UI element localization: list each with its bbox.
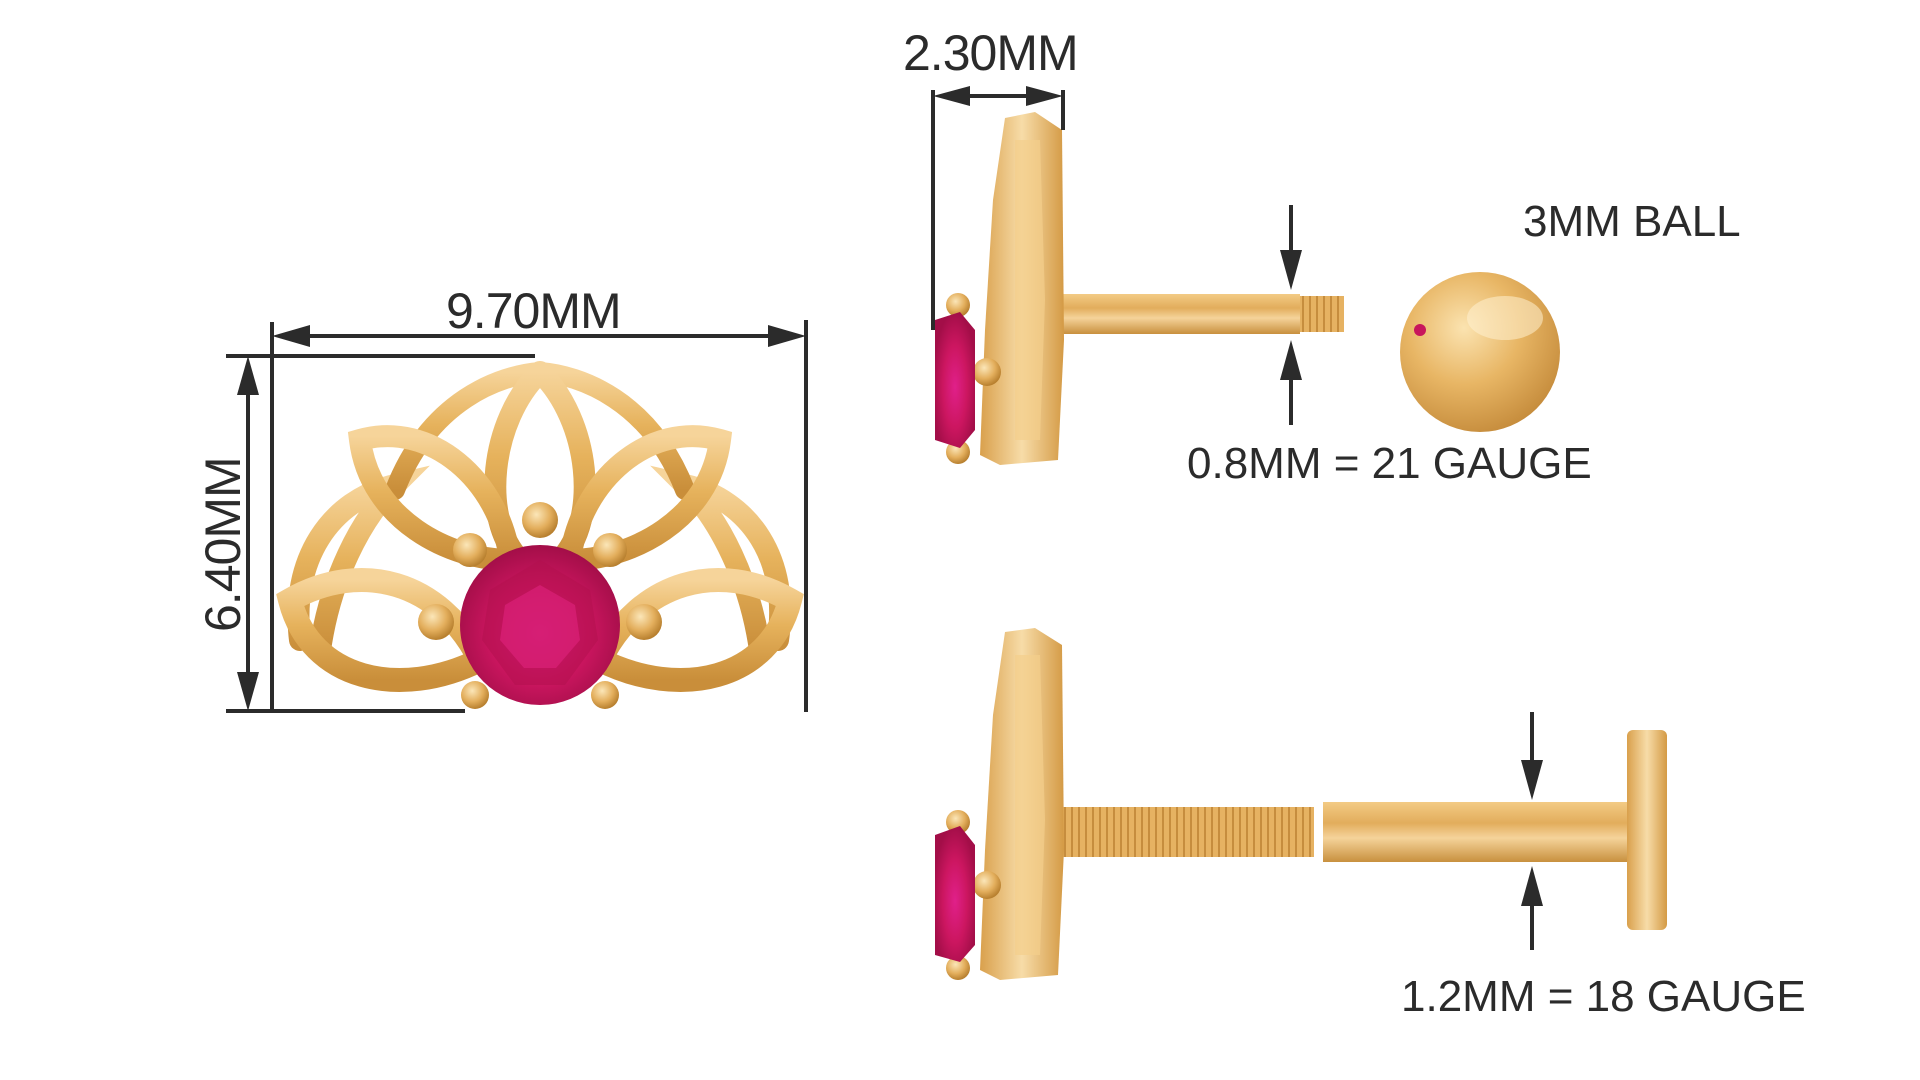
side-view-ball-earring [935, 112, 1560, 465]
post-gauge-18-label: 1.2MM = 18 GAUGE [1401, 972, 1806, 1021]
side-view-ball-dimensions [931, 86, 1302, 425]
front-view-beads [418, 502, 662, 709]
side-depth-label: 2.30MM [903, 25, 1079, 81]
front-view-dimensions [226, 320, 808, 713]
front-width-label: 9.70MM [446, 283, 622, 339]
side-view-flat-earring [935, 628, 1667, 980]
front-height-label: 6.40MM [195, 457, 251, 632]
side-view-flat-dimensions [1521, 712, 1543, 950]
post-gauge-21-label: 0.8MM = 21 GAUGE [1187, 439, 1592, 488]
front-view-ruby [460, 545, 620, 705]
ball-size-label: 3MM BALL [1523, 197, 1741, 246]
